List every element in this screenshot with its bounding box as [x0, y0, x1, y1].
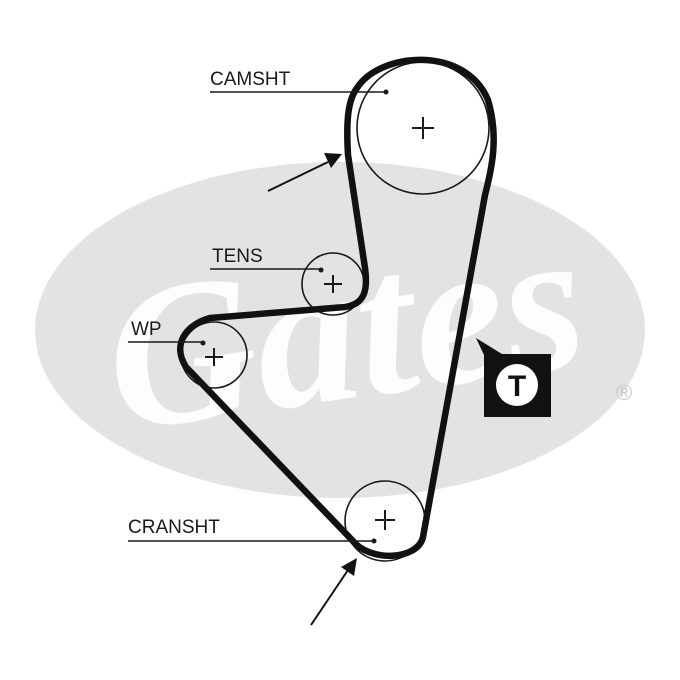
water-pump-label: WP	[131, 319, 162, 340]
tensioner-badge: T	[476, 338, 551, 417]
upper-arrow-shaft	[267, 161, 329, 192]
belt-direction-arrow-upper	[267, 153, 342, 192]
camshaft-label: CAMSHT	[210, 69, 291, 90]
badge-letter: T	[508, 370, 526, 403]
crankshaft-centre-plus-icon	[375, 510, 395, 530]
lower-arrow-shaft	[310, 569, 349, 626]
crankshaft-label: CRANSHT	[128, 517, 220, 538]
lower-arrow-head-icon	[341, 558, 357, 576]
leader-dots	[200, 89, 389, 544]
tensioner-leader-dot	[318, 267, 324, 273]
pulley-centre-marks	[205, 117, 434, 530]
tensioner-label: TENS	[212, 246, 263, 267]
water-pump-leader-dot	[200, 340, 206, 346]
camshaft-centre-plus-icon	[412, 117, 434, 139]
water-pump-centre-plus-icon	[205, 348, 223, 366]
tensioner-centre-plus-icon	[324, 275, 342, 293]
registered-mark: ®	[616, 380, 632, 405]
leader-lines	[128, 91, 385, 542]
camshaft-leader-dot	[383, 89, 389, 95]
belt-direction-arrow-lower	[310, 558, 357, 626]
timing-belt	[177, 56, 497, 560]
badge-circle	[496, 364, 538, 406]
crankshaft-leader-dot	[371, 538, 377, 544]
upper-arrow-head-icon	[324, 153, 342, 168]
gates-watermark-logo: Gates ®	[35, 162, 645, 498]
